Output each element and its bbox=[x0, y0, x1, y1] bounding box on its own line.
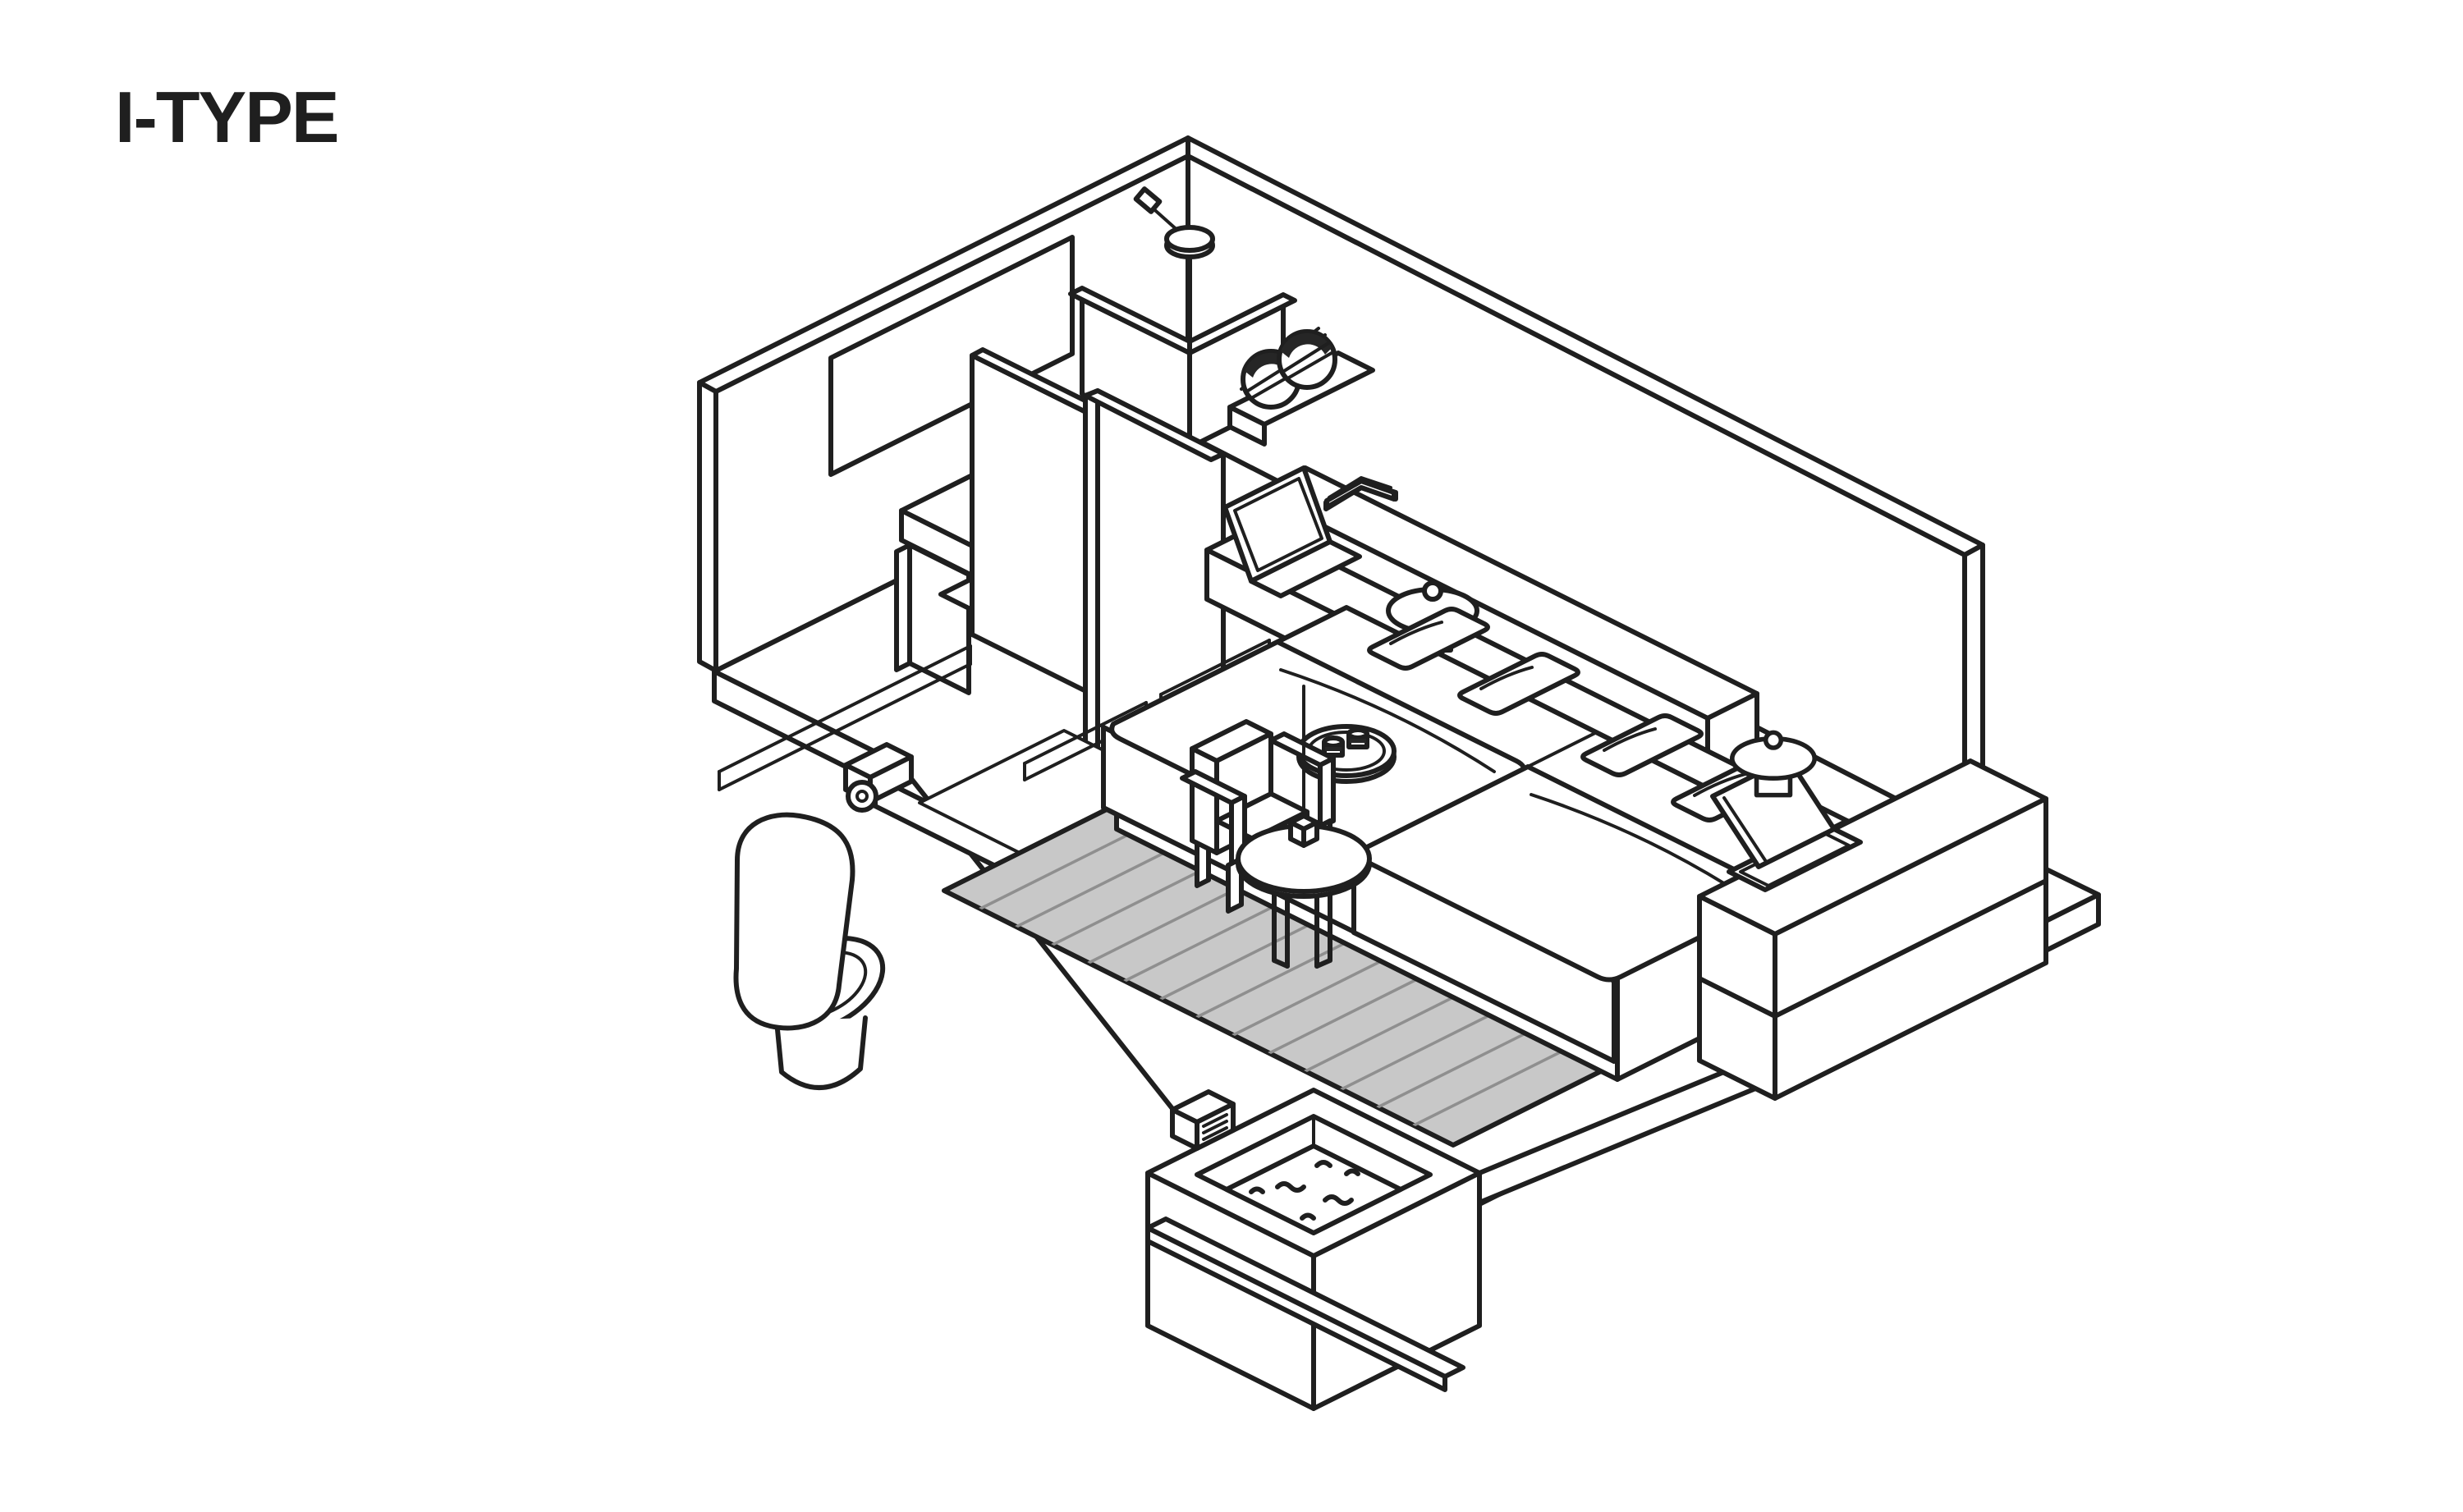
soaking-tub bbox=[1145, 1088, 1482, 1411]
duvet-right bbox=[1351, 764, 1777, 1064]
page-title: I-TYPE bbox=[115, 76, 340, 158]
tea-cup bbox=[1349, 730, 1367, 747]
shower-head bbox=[1133, 186, 1215, 344]
round-side-table bbox=[1236, 823, 1372, 969]
rolled-towel bbox=[1279, 332, 1335, 387]
toilet bbox=[733, 742, 914, 1091]
tub-water bbox=[1224, 1143, 1403, 1235]
towel-shelf bbox=[1227, 327, 1375, 447]
water-ripples bbox=[1249, 1160, 1360, 1221]
tub-faucet-box bbox=[1170, 1089, 1236, 1151]
open-book bbox=[1323, 476, 1398, 511]
laptop bbox=[1222, 465, 1362, 598]
bathroom-mirror bbox=[828, 235, 1075, 477]
pendant-light bbox=[1288, 685, 1319, 848]
deck-board bbox=[1145, 1216, 1465, 1392]
tv-console bbox=[1697, 758, 2048, 1101]
toilet-paper-holder bbox=[843, 742, 914, 813]
